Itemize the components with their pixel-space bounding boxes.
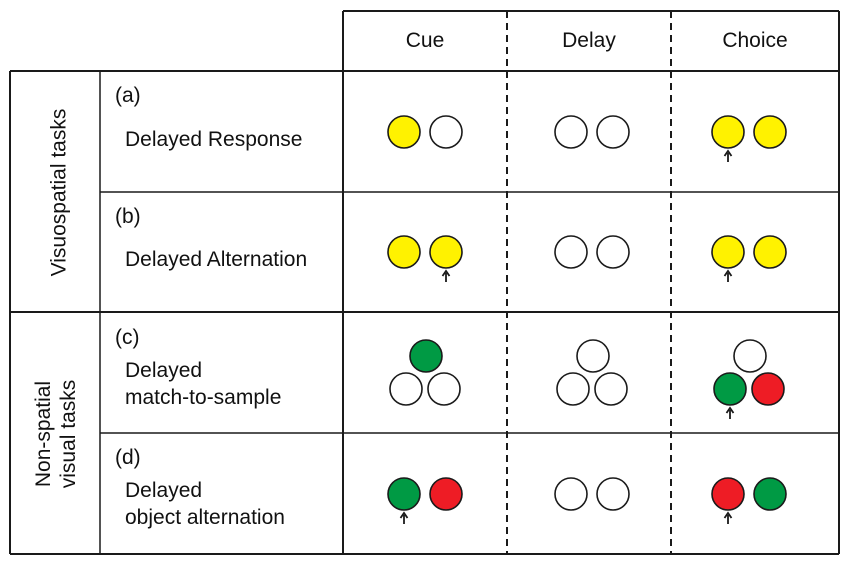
stimulus-circle-white (556, 372, 590, 406)
column-header-delay: Delay (562, 29, 616, 52)
stimulus-circle-yellow (753, 115, 787, 149)
column-header-choice: Choice (722, 29, 788, 52)
stimulus-circle-white (596, 115, 630, 149)
stimulus-circle-white (576, 339, 610, 373)
group-label-line: Non-spatial (32, 380, 55, 488)
stimulus-circle-yellow (711, 235, 745, 269)
stimulus-circle-yellow (429, 235, 463, 269)
stimulus-circle-white (596, 477, 630, 511)
stimulus-circle-yellow (387, 235, 421, 269)
task-letter-b: (b) (115, 205, 141, 228)
choice-arrow-icon (723, 149, 733, 162)
stimulus-circle-green (713, 372, 747, 406)
stimulus-circle-green (409, 339, 443, 373)
group-label-non-spatial: Non-spatial visual tasks (31, 314, 83, 554)
stimulus-circle-white (554, 235, 588, 269)
choice-arrow-icon (723, 511, 733, 524)
choice-arrow-icon (725, 406, 735, 419)
stimulus-circle-white (594, 372, 628, 406)
choice-arrow-icon (399, 511, 409, 524)
stimulus-circle-yellow (711, 115, 745, 149)
group-label-line: visual tasks (57, 379, 80, 489)
stimulus-circle-white (389, 372, 423, 406)
choice-arrow-icon (723, 269, 733, 282)
stimulus-circle-red (751, 372, 785, 406)
stimulus-circle-green (753, 477, 787, 511)
task-letter-d: (d) (115, 446, 141, 469)
choice-arrow-icon (441, 269, 451, 282)
stimulus-circle-white (596, 235, 630, 269)
stimulus-circle-yellow (387, 115, 421, 149)
stimulus-circle-yellow (753, 235, 787, 269)
stimulus-circle-white (429, 115, 463, 149)
stimulus-circle-red (711, 477, 745, 511)
stimulus-circle-red (429, 477, 463, 511)
task-name-line: Delayed (125, 359, 203, 382)
task-letter-c: (c) (115, 326, 140, 349)
task-name-line: match-to-sample (125, 386, 282, 409)
stimulus-circle-white (427, 372, 461, 406)
task-name-delayed-alternation: Delayed Alternation (125, 248, 308, 271)
column-header-cue: Cue (405, 29, 445, 52)
stimulus-circle-white (554, 115, 588, 149)
stimulus-circle-white (554, 477, 588, 511)
task-name-delayed-response: Delayed Response (125, 128, 303, 151)
stimulus-circle-white (733, 339, 767, 373)
task-name-line: Delayed (125, 479, 203, 502)
task-letter-a: (a) (115, 84, 141, 107)
stimulus-circle-green (387, 477, 421, 511)
task-name-line: object alternation (125, 506, 285, 529)
group-label-visuospatial: Visuospatial tasks (47, 108, 71, 277)
